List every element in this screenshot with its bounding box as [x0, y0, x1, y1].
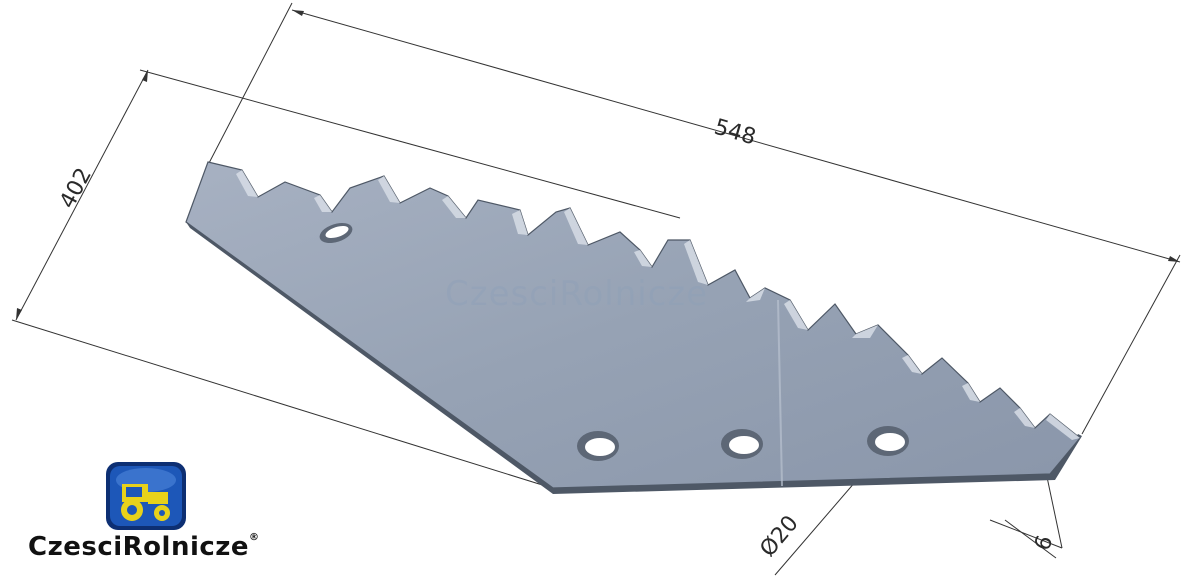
dimension-thickness-label: 6 [1030, 532, 1058, 554]
round-hole-2 [721, 429, 763, 459]
brand-name-text: CzesciRolnicze [28, 532, 250, 562]
dimension-lines [11, 2, 1181, 576]
registered-mark: ® [249, 532, 260, 543]
round-hole-1 [577, 431, 619, 461]
dimension-height-label: 402 [55, 164, 97, 213]
round-hole-3 [867, 426, 909, 456]
brand-name: CzesciRolnicze® [28, 532, 260, 562]
tooth-bevels [236, 170, 1080, 440]
blade-face [185, 161, 1081, 489]
watermark: CzesciRolnicze [445, 274, 708, 314]
slot-hole [319, 222, 353, 244]
dimension-length-label: 548 [711, 115, 758, 151]
mounting-holes [319, 222, 909, 461]
brand-logo: CzesciRolnicze® [8, 456, 270, 568]
dimension-hole-diameter-label: Ø20 [755, 511, 803, 562]
serrated-blade [185, 161, 1082, 494]
tractor-icon [106, 462, 186, 530]
dimension-arrows [16, 10, 1180, 320]
blade-fold-line [777, 299, 783, 487]
